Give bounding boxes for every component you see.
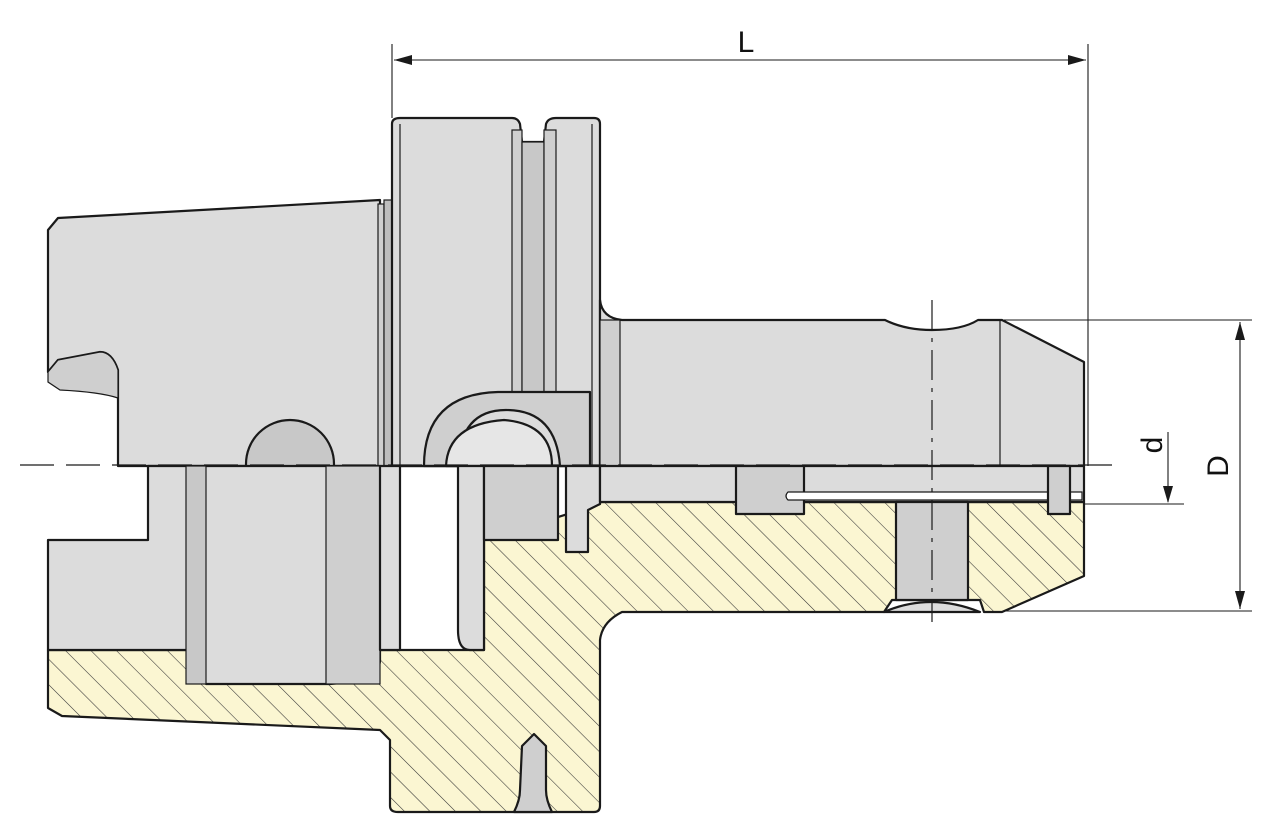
flange-v-groove-inner <box>511 129 523 393</box>
drive-slot-upper <box>47 351 119 399</box>
length-label: L <box>738 26 755 59</box>
bore-wall-shade <box>185 465 207 685</box>
flange-groove-1 <box>377 203 385 467</box>
front-seal <box>1046 464 1072 516</box>
shaft-upper <box>598 298 1086 468</box>
coolant-channel <box>785 491 1083 501</box>
taper-shank-upper <box>46 198 382 468</box>
flange-bore-lower <box>378 464 486 652</box>
dimension-length: L <box>391 26 1089 466</box>
set-screw-bore <box>734 464 806 516</box>
coolant-pocket <box>482 464 560 542</box>
drive-key-slot <box>512 732 554 814</box>
flange-groove-2 <box>383 199 393 467</box>
section-hatched-body <box>46 500 1086 814</box>
section-view <box>46 464 1086 814</box>
flange-v-groove-outer <box>543 129 557 393</box>
shaft-neck-shade <box>599 319 621 467</box>
coolant-arc-inner <box>444 418 554 468</box>
dimension-bore: d <box>1084 432 1184 505</box>
bore-wall-shade-2 <box>325 465 381 685</box>
dimension-diameter: D <box>1004 319 1252 612</box>
diameter-label: D <box>1202 455 1235 477</box>
flange-v-groove-mid <box>521 141 545 393</box>
bore-label: d <box>1136 437 1169 454</box>
exterior-view <box>46 116 1086 510</box>
coolant-arc-outer <box>422 390 592 468</box>
